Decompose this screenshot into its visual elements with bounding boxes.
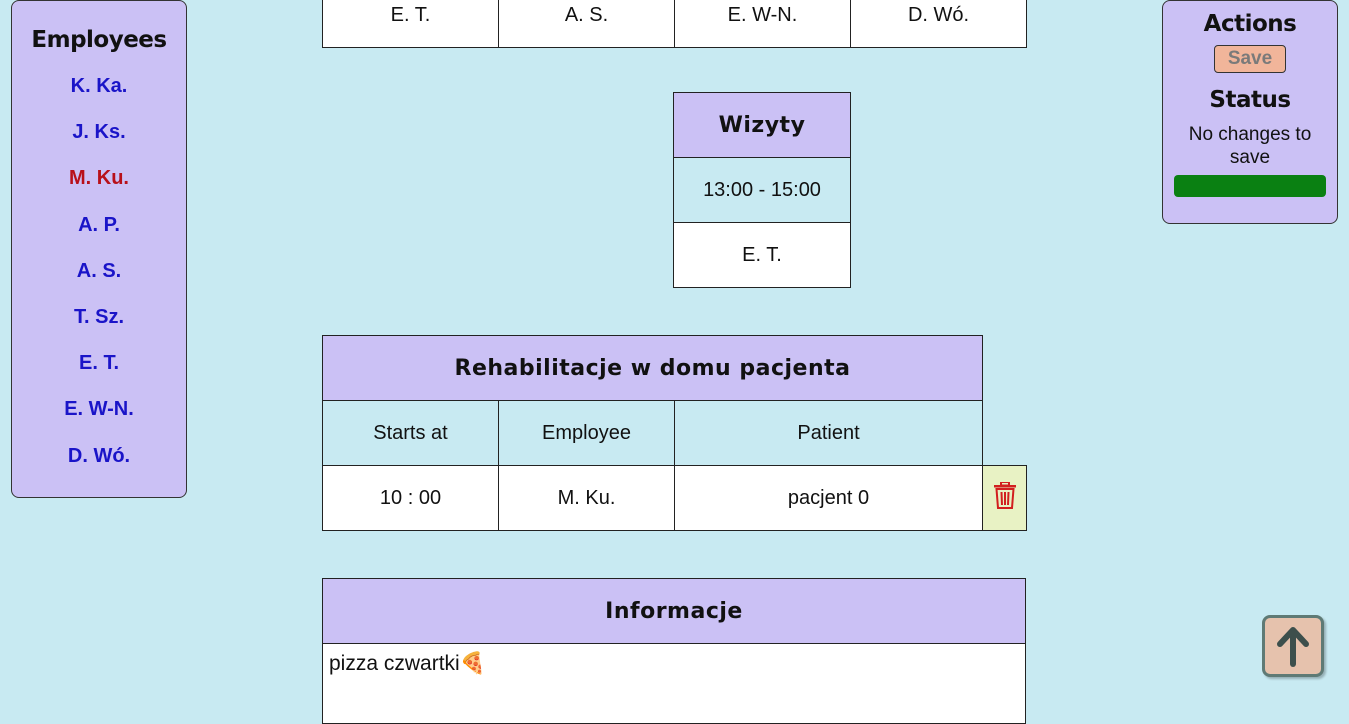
info-table: Informacje pizza czwartki🍕 bbox=[322, 578, 1026, 724]
employee-link-t-sz[interactable]: T. Sz. bbox=[73, 305, 124, 328]
delete-row-button[interactable] bbox=[982, 465, 1027, 531]
top-schedule-table: E. T. A. S. E. W-N. D. Wó. bbox=[322, 0, 1027, 48]
scroll-to-top-button[interactable] bbox=[1262, 615, 1324, 677]
rehab-table: Rehabilitacje w domu pacjenta Starts at … bbox=[322, 335, 1027, 531]
trash-icon bbox=[993, 480, 1016, 509]
wizyty-table: Wizyty 13:00 - 15:00 E. T. bbox=[673, 92, 851, 288]
save-button[interactable]: Save bbox=[1214, 45, 1286, 73]
employee-link-e-t[interactable]: E. T. bbox=[78, 352, 119, 375]
employee-link-k-ka[interactable]: K. Ka. bbox=[70, 75, 128, 97]
employee-link-m-ku[interactable]: M. Ku. bbox=[69, 167, 129, 190]
actions-panel: Actions Save Status No changes to save bbox=[1162, 0, 1338, 224]
table-row: E. T. A. S. E. W-N. D. Wó. bbox=[322, 0, 1027, 48]
status-title: Status bbox=[1209, 87, 1291, 113]
employee-link-a-p[interactable]: A. P. bbox=[78, 213, 120, 236]
table-cell: E. T. bbox=[322, 0, 499, 48]
employees-sidebar: Employees K. Ka. J. Ks. M. Ku. A. P. A. … bbox=[11, 0, 187, 498]
info-title: Informacje bbox=[322, 578, 1026, 644]
table-cell: D. Wó. bbox=[850, 0, 1027, 48]
table-cell: A. S. bbox=[498, 0, 675, 48]
wizyty-time: 13:00 - 15:00 bbox=[673, 157, 851, 223]
table-row: 10 : 00 M. Ku. pacjent 0 bbox=[322, 465, 1027, 531]
status-text: No changes to save bbox=[1188, 124, 1312, 168]
info-note[interactable]: pizza czwartki🍕 bbox=[322, 643, 1026, 724]
column-header-starts-at: Starts at bbox=[322, 400, 499, 466]
wizyty-employee: E. T. bbox=[673, 222, 851, 288]
employee-link-j-ks[interactable]: J. Ks. bbox=[72, 121, 126, 144]
column-header-patient: Patient bbox=[674, 400, 983, 466]
employee-link-d-wo[interactable]: D. Wó. bbox=[67, 444, 131, 467]
employee-cell[interactable]: M. Ku. bbox=[498, 465, 675, 531]
employee-link-e-w-n[interactable]: E. W-N. bbox=[64, 398, 134, 421]
employees-title: Employees bbox=[31, 27, 167, 53]
rehab-title: Rehabilitacje w domu pacjenta bbox=[322, 335, 983, 401]
starts-at-cell[interactable]: 10 : 00 bbox=[322, 465, 499, 531]
arrow-up-icon bbox=[1277, 627, 1309, 667]
patient-cell[interactable]: pacjent 0 bbox=[674, 465, 983, 531]
actions-title: Actions bbox=[1203, 11, 1297, 37]
table-cell: E. W-N. bbox=[674, 0, 851, 48]
column-header-employee: Employee bbox=[498, 400, 675, 466]
wizyty-title: Wizyty bbox=[673, 92, 851, 158]
status-indicator-bar bbox=[1174, 175, 1326, 197]
employee-link-a-s[interactable]: A. S. bbox=[76, 259, 122, 282]
